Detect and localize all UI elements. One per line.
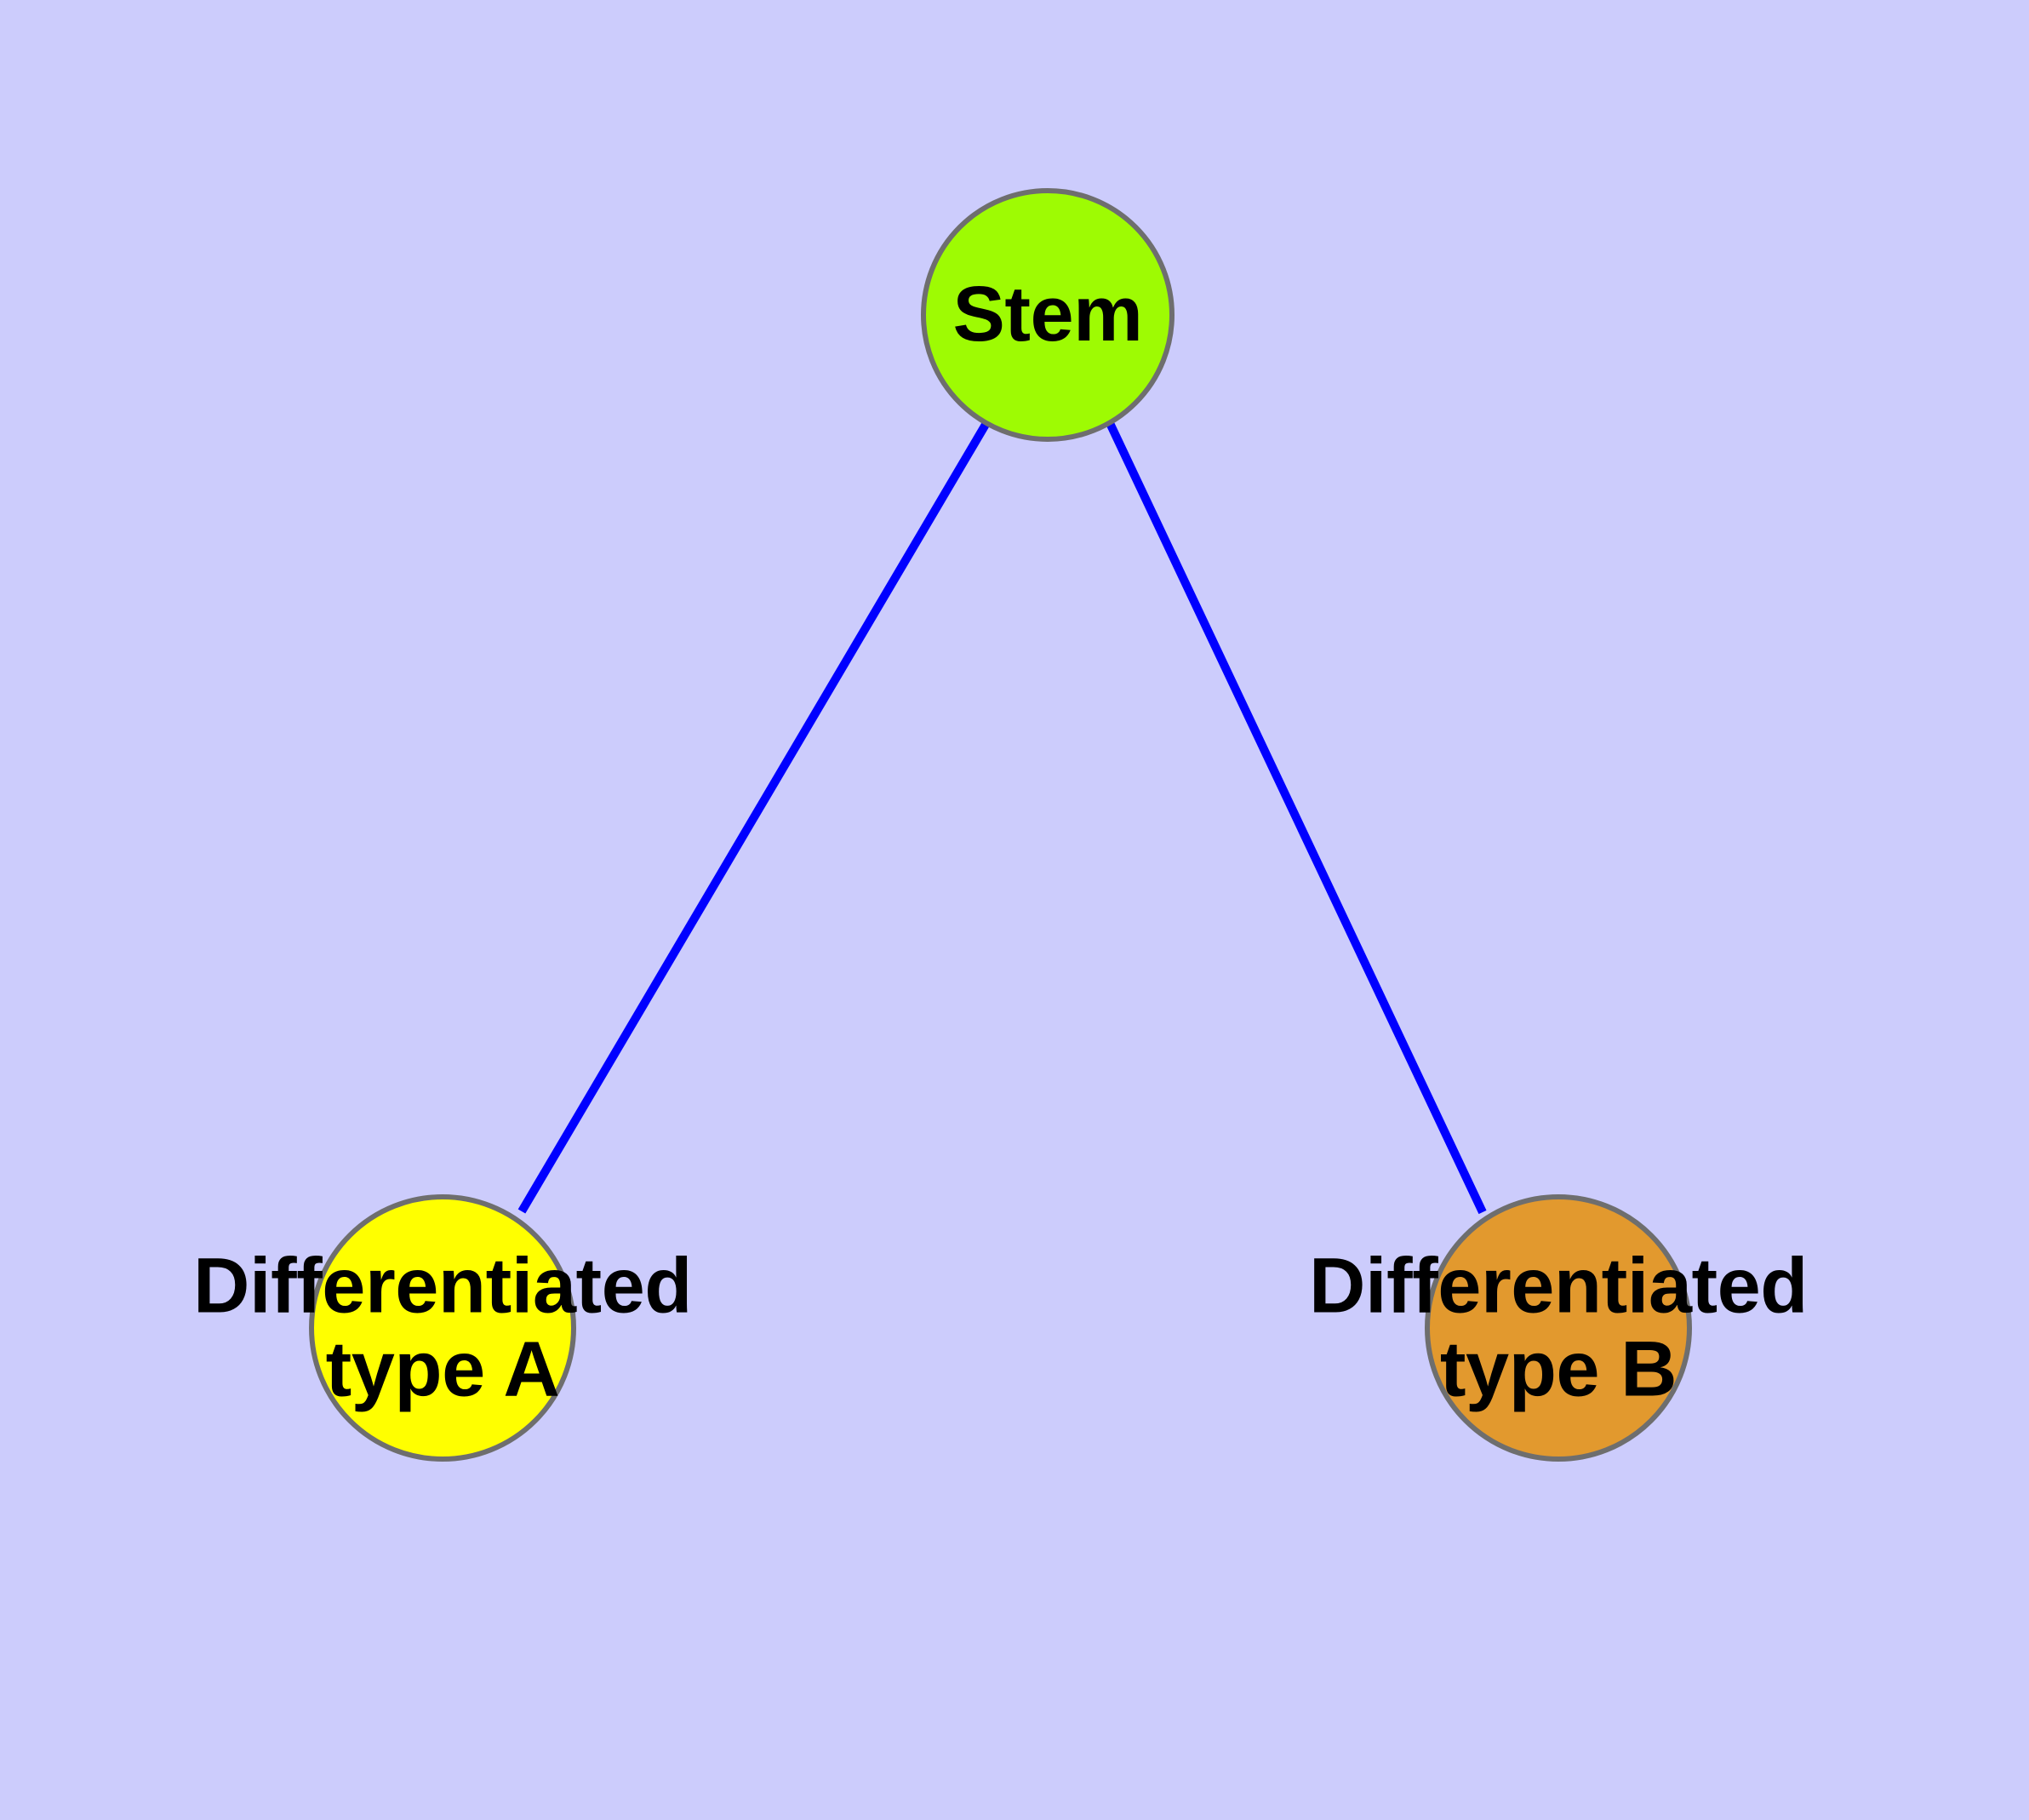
- nodes-layer: [309, 188, 1692, 1462]
- node-stem[interactable]: [921, 188, 1175, 442]
- node-diff-type-a[interactable]: [309, 1194, 576, 1462]
- edges-layer: [517, 421, 1487, 1215]
- node-diff-type-b[interactable]: [1425, 1194, 1692, 1462]
- edge-stem-to-type-a: [517, 421, 991, 1214]
- edge-stem-to-type-b: [1106, 421, 1487, 1215]
